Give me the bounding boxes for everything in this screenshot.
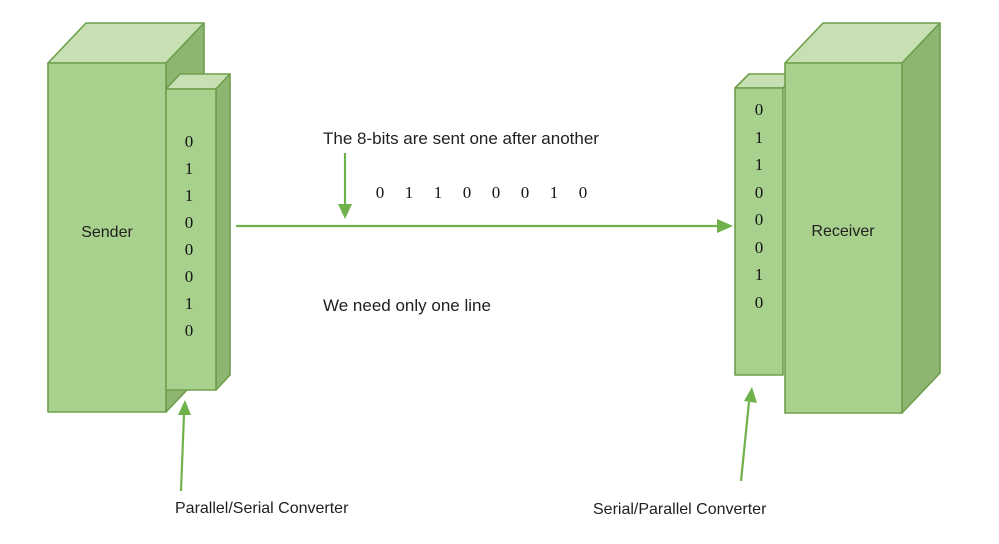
left-converter-arrow bbox=[179, 413, 186, 492]
sender-parallel-bits: 0 1 1 0 0 0 1 0 bbox=[185, 128, 194, 344]
bit: 0 bbox=[754, 210, 764, 229]
receiver-box-side bbox=[901, 22, 941, 414]
bit: 0 bbox=[578, 183, 588, 202]
bit: 0 bbox=[754, 237, 764, 257]
bit: 0 bbox=[462, 183, 472, 202]
bit: 0 bbox=[754, 182, 764, 202]
receiver-parallel-bits: 0 1 1 0 0 0 1 0 bbox=[755, 96, 764, 316]
sender-label: Sender bbox=[81, 224, 133, 241]
bit: 0 bbox=[491, 183, 501, 202]
down-pointer-arrowhead-icon bbox=[338, 204, 352, 219]
bit: 1 bbox=[184, 186, 194, 205]
bit: 1 bbox=[754, 155, 764, 174]
bit: 1 bbox=[549, 183, 559, 202]
bit: 0 bbox=[184, 213, 194, 232]
bit: 0 bbox=[375, 183, 385, 202]
parallel-serial-converter-label: Parallel/Serial Converter bbox=[175, 500, 349, 517]
bit: 0 bbox=[184, 240, 194, 259]
receiver-label: Receiver bbox=[811, 223, 875, 240]
bit: 0 bbox=[184, 132, 194, 151]
bit: 1 bbox=[754, 265, 764, 284]
right-converter-arrow bbox=[739, 401, 751, 482]
sender-box-front bbox=[47, 62, 167, 413]
right-converter-arrowhead-icon bbox=[744, 387, 757, 403]
top-note: The 8-bits are sent one after another bbox=[323, 129, 599, 148]
bit: 0 bbox=[754, 292, 764, 312]
bit: 1 bbox=[184, 294, 194, 313]
bit: 1 bbox=[404, 183, 414, 202]
sender-converter-front bbox=[165, 88, 217, 391]
transmission-arrowhead-icon bbox=[717, 219, 733, 233]
bit: 0 bbox=[184, 267, 194, 286]
bit: 1 bbox=[433, 183, 443, 202]
receiver-converter-front bbox=[734, 87, 784, 376]
receiver-box-front bbox=[784, 62, 903, 414]
bit: 1 bbox=[184, 159, 194, 178]
bit: 0 bbox=[184, 321, 194, 340]
mid-note: We need only one line bbox=[323, 296, 491, 315]
left-converter-arrowhead-icon bbox=[178, 400, 191, 415]
bit: 0 bbox=[520, 183, 530, 202]
sender-converter-side bbox=[215, 73, 231, 391]
bit: 0 bbox=[754, 100, 764, 119]
serial-parallel-converter-label: Serial/Parallel Converter bbox=[593, 501, 767, 518]
bit: 1 bbox=[754, 127, 764, 147]
serial-bits-on-line: 0 1 1 0 0 0 1 0 bbox=[374, 183, 589, 203]
